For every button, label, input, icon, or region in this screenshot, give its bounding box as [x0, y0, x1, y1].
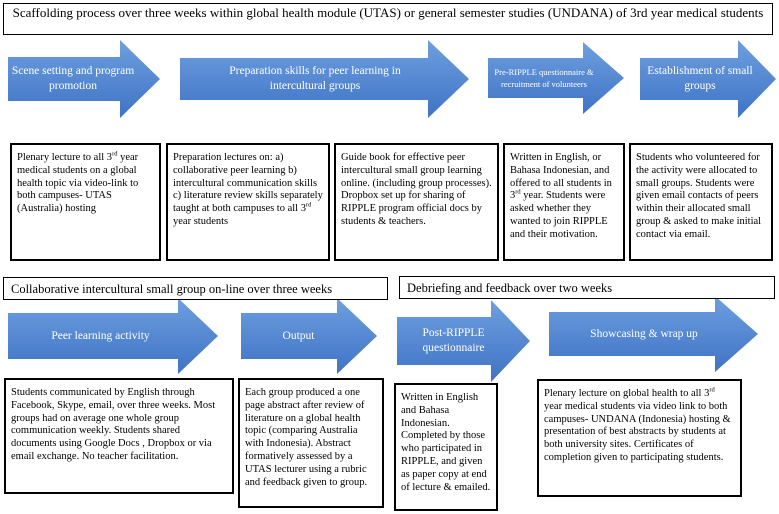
- box-output: Each group produced a one page abstract …: [238, 378, 384, 508]
- box-showcasing: Plenary lecture on global health to all …: [537, 379, 742, 497]
- arrow-label-post-ripple: Post-RIPPLE questionnaire: [422, 327, 485, 354]
- diagram-title: Scaffolding process over three weeks wit…: [3, 3, 773, 35]
- phase-debriefing: Debriefing and feedback over two weeks: [399, 276, 775, 299]
- arrow-label-preparation-skills: Preparation skills for peer learning in …: [229, 65, 401, 92]
- arrow-label-establishment: Establishment of small groups: [647, 65, 753, 92]
- box-preparation-lectures: Preparation lectures on: a) collaborativ…: [166, 143, 330, 261]
- arrow-label-pre-ripple: Pre-RIPPLE questionnaire & recruitment o…: [494, 67, 594, 89]
- phase-collaborative: Collaborative intercultural small group …: [3, 277, 388, 300]
- arrow-pre-ripple: [488, 42, 624, 114]
- arrow-output: [241, 298, 377, 374]
- arrow-label-output: Output: [282, 329, 315, 342]
- box-guide-book: Guide book for effective peer intercultu…: [334, 143, 499, 261]
- arrow-label-peer-learning: Peer learning activity: [51, 329, 150, 342]
- arrow-peer-learning: [8, 298, 218, 374]
- arrow-post-ripple: [397, 300, 530, 382]
- box-small-groups: Students who volunteered for the activit…: [629, 143, 773, 261]
- box-scene-setting: Plenary lecture to all 3rd year medical …: [10, 143, 161, 261]
- arrow-label-showcasing: Showcasing & wrap up: [590, 327, 698, 340]
- arrow-scene-setting: [8, 40, 160, 118]
- arrow-preparation-skills: [180, 40, 469, 118]
- box-pre-ripple-questionnaire: Written in English, or Bahasa Indonesian…: [503, 143, 625, 261]
- box-peer-learning: Students communicated by English through…: [4, 378, 234, 494]
- arrow-label-scene-setting: Scene setting and program promotion: [11, 65, 135, 92]
- arrow-showcasing: [549, 296, 758, 372]
- arrow-establishment: [640, 40, 776, 118]
- box-post-ripple-questionnaire: Written in English and Bahasa Indonesian…: [394, 383, 498, 511]
